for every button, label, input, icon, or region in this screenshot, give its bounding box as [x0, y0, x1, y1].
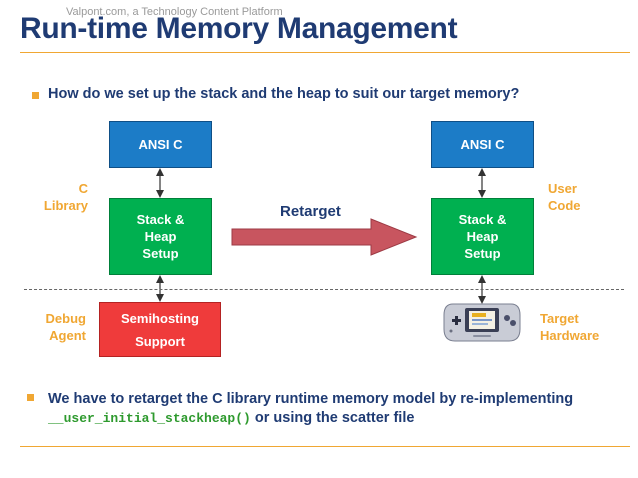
user-code-line-1: User	[548, 181, 577, 196]
left-setup-line-3: Setup	[142, 246, 179, 261]
game-boy-advance-icon	[443, 303, 521, 342]
left-setup-line-2: Heap	[144, 229, 177, 244]
c-library-line-1: C	[78, 181, 88, 196]
right-setup-line-3: Setup	[464, 246, 501, 261]
answer-line-2-rest: or using the scatter file	[250, 410, 415, 426]
right-ansi-c-label: ANSI C	[460, 137, 505, 152]
watermark: Valpont.com, a Technology Content Platfo…	[66, 6, 283, 18]
answer-line-2: __user_initial_stackheap() or using the …	[48, 409, 573, 428]
debug-agent-label: Debug Agent	[20, 310, 86, 344]
semihosting-box: Semihosting Support	[99, 302, 221, 357]
retarget-arrow	[231, 218, 418, 256]
target-hardware-label: Target Hardware	[540, 310, 599, 344]
right-ansi-c-box: ANSI C	[431, 121, 534, 168]
user-code-line-2: Code	[548, 198, 581, 213]
c-library-line-2: Library	[43, 198, 88, 213]
memory-boundary-divider	[24, 289, 624, 290]
target-hardware-line-1: Target	[540, 311, 579, 326]
debug-agent-line-1: Debug	[45, 311, 86, 326]
left-setup-line-1: Stack &	[136, 212, 185, 227]
right-setup-line-2: Heap	[466, 229, 499, 244]
right-setup-line-1: Stack &	[458, 212, 507, 227]
user-code-label: User Code	[548, 180, 581, 214]
answer-text: We have to retarget the C library runtim…	[48, 390, 573, 428]
answer-line-1: We have to retarget the C library runtim…	[48, 391, 574, 407]
left-ansi-c-box: ANSI C	[109, 121, 212, 168]
function-name-code: __user_initial_stackheap()	[48, 411, 251, 426]
page-title: Run-time Memory Management	[20, 12, 458, 45]
retarget-label: Retarget	[280, 203, 341, 220]
title-rule	[20, 52, 630, 53]
left-ansi-c-label: ANSI C	[138, 137, 183, 152]
semihosting-line-2: Support	[135, 333, 185, 349]
bullet-icon	[32, 92, 39, 99]
bottom-rule	[20, 446, 630, 447]
bullet-icon	[27, 394, 34, 401]
target-hardware-line-2: Hardware	[540, 328, 600, 343]
semihosting-line-1: Semihosting	[120, 310, 199, 326]
left-stack-heap-box: Stack & Heap Setup	[109, 198, 212, 275]
question-text: How do we set up the stack and the heap …	[48, 86, 520, 102]
right-stack-heap-box: Stack & Heap Setup	[431, 198, 534, 275]
debug-agent-line-2: Agent	[49, 328, 86, 343]
c-library-label: C Library	[20, 180, 88, 214]
